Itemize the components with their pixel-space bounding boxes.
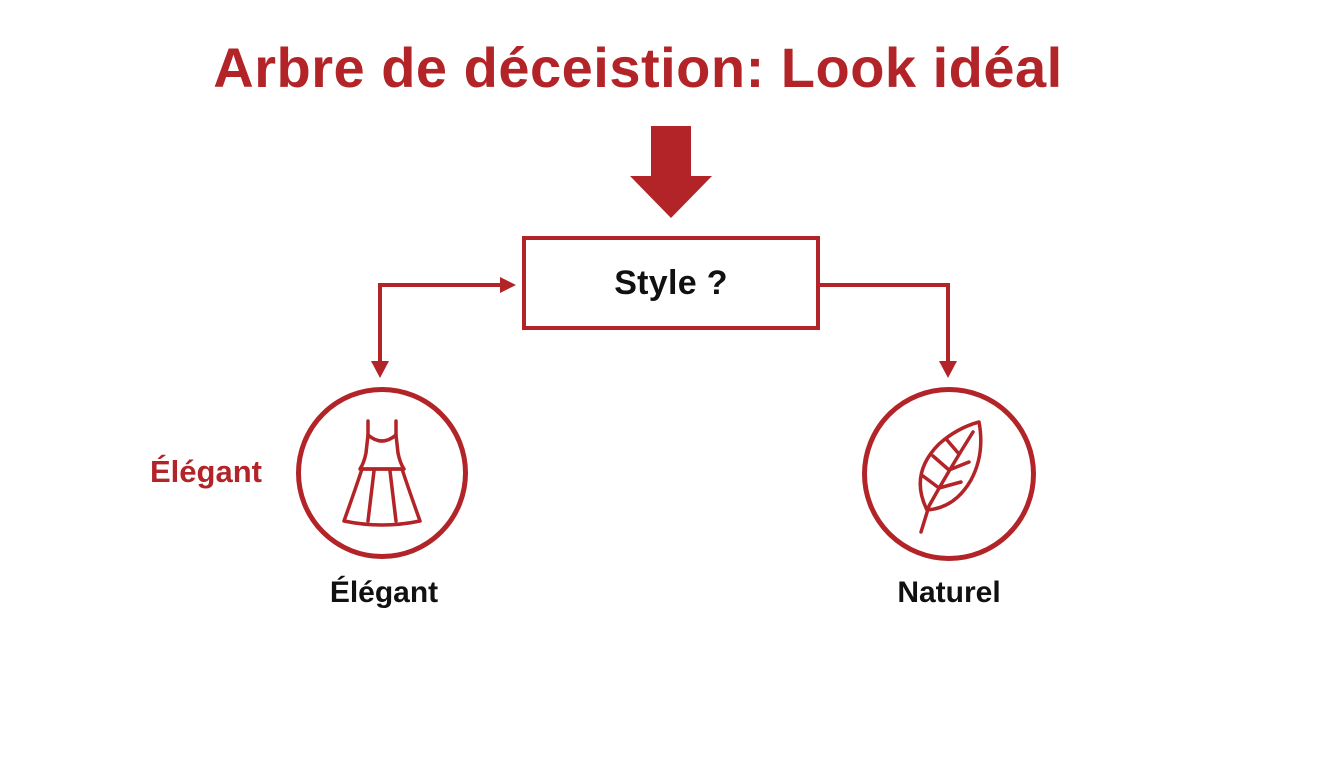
diagram-title-text: Arbre de déceistion: Look idéal (213, 36, 1063, 99)
right-down-arrowhead-icon (939, 361, 957, 378)
left-connector (371, 277, 516, 378)
entry-arrow-icon (630, 126, 712, 218)
diagram-title: Arbre de déceistion: Look idéal (0, 36, 1344, 100)
branch-node-naturel (862, 387, 1036, 561)
branch-label-elegant: Élégant (329, 576, 439, 609)
branch-node-elegant (296, 387, 468, 559)
left-down-arrowhead-icon (371, 361, 389, 378)
side-label: Élégant (150, 454, 262, 489)
branch-label-naturel: Naturel (897, 576, 1001, 609)
decision-label: Style ? (614, 263, 728, 302)
decision-node: Style ? (522, 236, 820, 330)
dress-icon (342, 419, 422, 527)
left-connector-arrowhead-icon (500, 277, 516, 293)
leaf-icon (918, 420, 983, 534)
right-connector (820, 283, 957, 378)
